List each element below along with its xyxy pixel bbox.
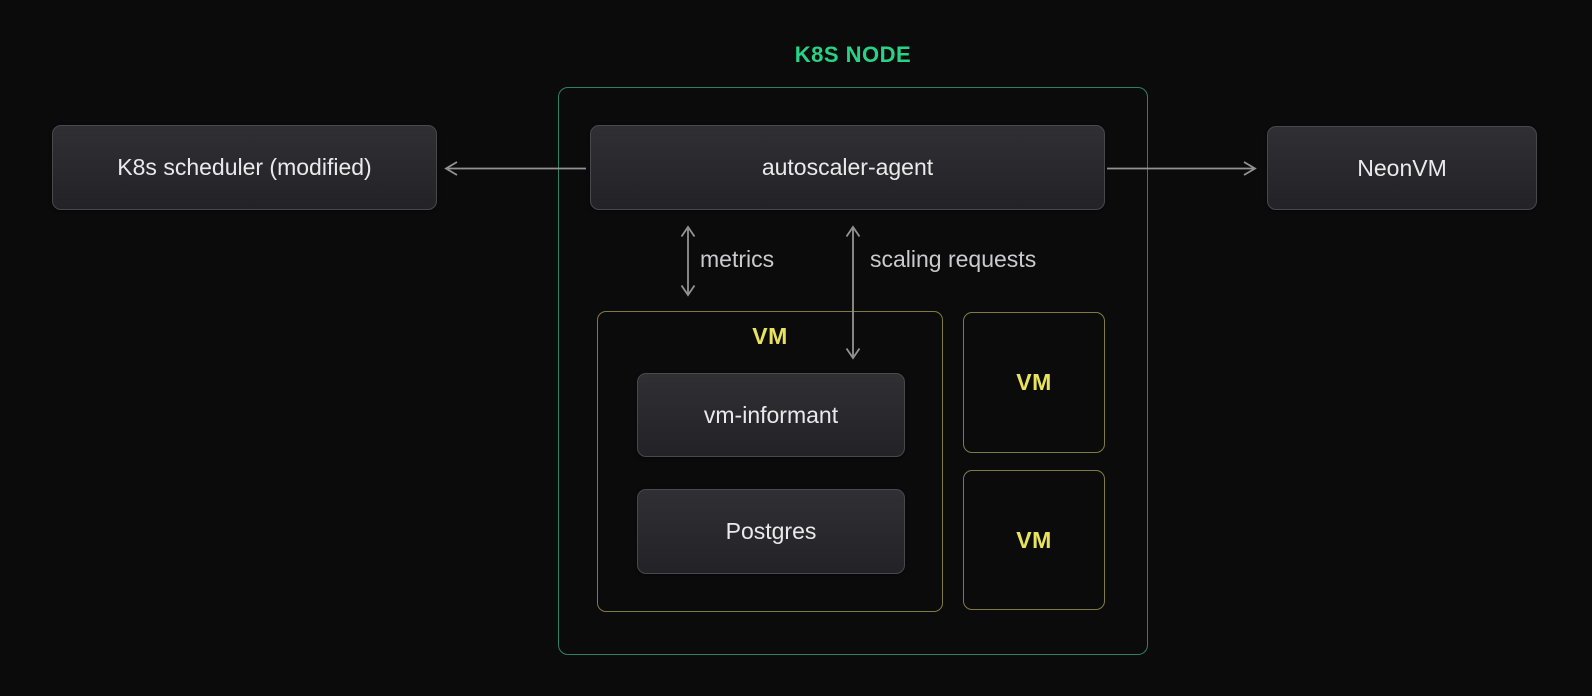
- metrics-arrow-label: metrics: [700, 246, 775, 272]
- vm-main-label: VM: [752, 323, 788, 349]
- postgres-label: Postgres: [725, 518, 817, 544]
- postgres-box: Postgres: [637, 489, 905, 574]
- scaling-requests-arrow-label: scaling requests: [870, 246, 1037, 272]
- vm-informant-label: vm-informant: [703, 401, 839, 428]
- autoscaler-agent-box: autoscaler-agent: [590, 125, 1105, 210]
- vm-secondary-label-1: VM: [1016, 369, 1052, 395]
- vm-secondary-label-2: VM: [1016, 526, 1052, 553]
- neonvm-label: NeonVM: [1357, 154, 1447, 181]
- vm-informant-box: vm-informant: [637, 373, 905, 457]
- vm-secondary-frame-2: VM: [963, 470, 1105, 610]
- vm-secondary-frame-1: VM: [963, 312, 1105, 453]
- k8s-scheduler-box: K8s scheduler (modified): [52, 125, 437, 210]
- k8s-node-title: K8S NODE: [794, 42, 912, 67]
- autoscaler-agent-label: autoscaler-agent: [761, 154, 934, 180]
- k8s-node-frame: [558, 87, 1148, 655]
- neonvm-box: NeonVM: [1267, 126, 1537, 210]
- vm-main-frame: [597, 311, 943, 612]
- k8s-scheduler-label: K8s scheduler (modified): [117, 154, 372, 180]
